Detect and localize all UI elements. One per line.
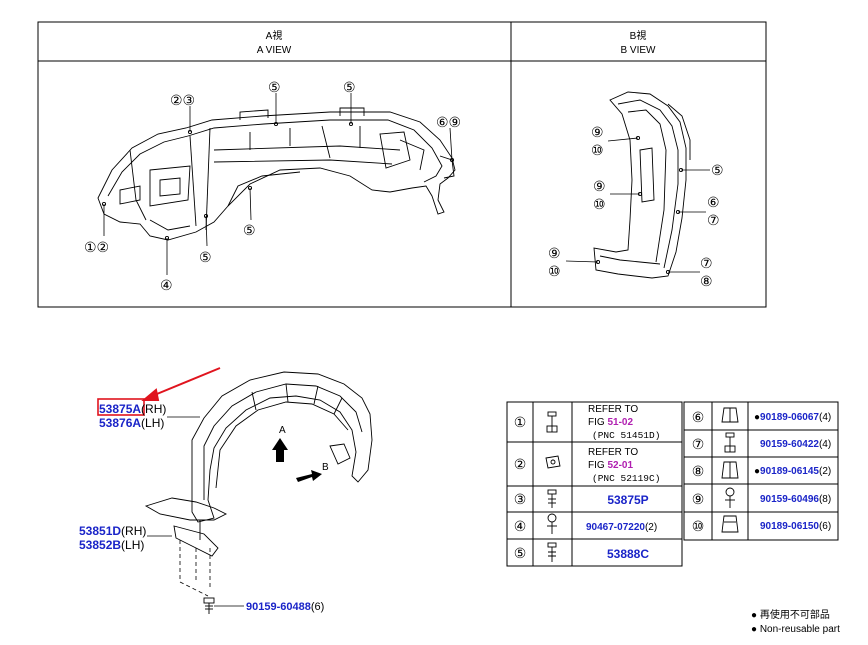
row-number: ⑤ (514, 545, 527, 561)
callout-label: ⑤ (243, 222, 256, 238)
callout-label: ④ (160, 277, 173, 293)
nut-icon (721, 407, 739, 423)
a-view-leaders (103, 93, 453, 275)
b-view-drawing (593, 91, 691, 279)
row-number: ④ (514, 518, 527, 534)
callout-label: ⑥ (707, 194, 720, 210)
legend: ● 再使用不可部品 ● Non-reusable part (751, 608, 840, 635)
view-frame (37, 21, 767, 308)
a-view-callouts: ②③ ⑤ ⑤ ⑥⑨ ①② ④ ⑤ ⑤ (84, 79, 461, 293)
callout-label: ⑥⑨ (436, 114, 461, 130)
callout-label: ⑤ (199, 249, 212, 265)
part-number-link[interactable]: 90189-06150(6) (760, 521, 831, 532)
callout-label: ②③ (170, 92, 195, 108)
part-number-link[interactable]: 90159-60422(4) (760, 439, 831, 450)
b-view-leaders (565, 137, 710, 273)
row-number: ⑥ (692, 409, 705, 425)
dashed-guides (179, 540, 211, 597)
main-part-labels: 53875A(RH) 53876A(LH) 53851D(RH) 53852B(… (79, 402, 324, 613)
callout-label: ⑨ (548, 245, 561, 261)
callout-label: ⑤ (268, 79, 281, 95)
row-number: ③ (514, 491, 527, 507)
part-number-link[interactable]: 90467-07220(2) (586, 522, 657, 533)
nut-icon (721, 461, 739, 479)
table-part-numbers: 53875P 90467-07220(2) 53888C ●90189-0606… (586, 412, 831, 561)
row-number: ⑩ (692, 518, 705, 534)
table-refer-cells: REFER TO FIG 51-02 (PNC 51451D) REFER TO… (588, 404, 660, 484)
bolt-icon (546, 411, 558, 433)
part-number-label[interactable]: 90159-60488(6) (246, 601, 324, 613)
row-number: ① (514, 414, 527, 430)
main-part-leaders (147, 416, 244, 607)
refer-fig-link[interactable]: FIG 52-01 (588, 460, 633, 471)
screw-icon (725, 487, 735, 508)
part-number-link[interactable]: ●90189-06067(4) (754, 412, 831, 423)
legend-line-en: ● Non-reusable part (751, 624, 840, 635)
fastener-icons (545, 407, 739, 562)
callout-label: ①② (84, 239, 109, 255)
refer-pnc: (PNC 51451D) (592, 430, 660, 441)
part-number-label[interactable]: 53852B(LH) (79, 538, 144, 552)
part-number-link[interactable]: 53888C (607, 547, 649, 561)
row-number: ② (514, 456, 527, 472)
table-row-numbers: ① ② ③ ④ ⑤ ⑥ ⑦ ⑧ ⑨ ⑩ (514, 409, 705, 561)
arrow-a-label: A (279, 425, 286, 436)
callout-label: ⑨ (593, 178, 606, 194)
highlight-arrow (97, 367, 221, 416)
bolt-icon (547, 489, 557, 508)
callout-label: ⑧ (700, 273, 713, 289)
callout-label: ⑤ (343, 79, 356, 95)
part-number-label[interactable]: 53851D(RH) (79, 524, 146, 538)
direction-arrow-a (272, 438, 288, 462)
part-number-label[interactable]: 53875A(RH) (99, 402, 166, 416)
arrow-b-label: B (322, 462, 329, 473)
bolt-icon (724, 432, 736, 453)
screw-icon (547, 513, 557, 534)
callout-label: ⑩ (593, 196, 606, 212)
callout-label: ⑨ (591, 124, 604, 140)
part-number-link[interactable]: ●90189-06145(2) (754, 466, 831, 477)
b-view-callouts: ⑨ ⑩ ⑤ ⑨ ⑩ ⑥ ⑦ ⑨ ⑩ ⑦ ⑧ (548, 124, 724, 289)
callout-label: ⑤ (711, 162, 724, 178)
row-number: ⑦ (692, 436, 705, 452)
refer-text: REFER TO (588, 404, 638, 415)
fender-liner-drawing (144, 371, 373, 557)
row-number: ⑧ (692, 463, 705, 479)
a-view-title-jp: A視 (266, 29, 283, 42)
part-number-link[interactable]: 53875P (607, 493, 648, 507)
refer-pnc: (PNC 52119C) (592, 473, 660, 484)
parts-table-grid (506, 401, 839, 567)
callout-label: ⑩ (591, 142, 604, 158)
legend-line-jp: ● 再使用不可部品 (751, 608, 830, 621)
b-view-title-jp: B視 (630, 29, 647, 42)
callout-label: ⑦ (707, 212, 720, 228)
part-number-label[interactable]: 53876A(LH) (99, 416, 164, 430)
nut-icon (721, 515, 739, 533)
direction-arrow-b (296, 470, 322, 482)
part-number-link[interactable]: 90159-60496(8) (760, 494, 831, 505)
refer-text: REFER TO (588, 447, 638, 458)
callout-label: ⑩ (548, 263, 561, 279)
b-view-title-en: B VIEW (620, 45, 656, 56)
row-number: ⑨ (692, 491, 705, 507)
bolt-icon (203, 597, 215, 614)
bolt-icon (547, 542, 557, 562)
refer-fig-link[interactable]: FIG 51-02 (588, 417, 633, 428)
a-view-title-en: A VIEW (257, 45, 292, 56)
callout-label: ⑦ (700, 255, 713, 271)
clip-icon (545, 455, 561, 469)
a-view-drawing (97, 107, 456, 241)
